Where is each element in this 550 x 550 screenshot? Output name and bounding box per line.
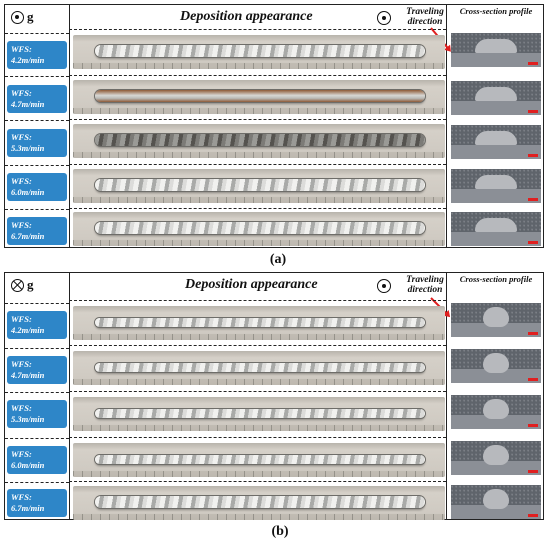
cross-section-image [451, 169, 541, 203]
wfs-label: WFS: 4.2m/min [7, 311, 67, 339]
deposition-photo [73, 443, 445, 477]
gravity-indicator-b: g [11, 277, 34, 293]
cross-section-title: Cross-section profile [459, 274, 533, 284]
deposition-photo [73, 212, 445, 246]
cross-section-title: Cross-section profile [459, 6, 533, 16]
traveling-direction-label: Traveling direction [406, 275, 444, 295]
wfs-label: WFS: 6.0m/min [7, 446, 67, 474]
deposition-photo [73, 397, 445, 431]
gravity-indicator-a: g [11, 9, 34, 25]
wfs-label: WFS: 4.7m/min [7, 85, 67, 113]
deposition-photo [73, 124, 445, 158]
cross-section-image [451, 395, 541, 429]
cross-section-image [451, 212, 541, 246]
gravity-symbol: g [27, 277, 34, 292]
traveling-direction-label: Traveling direction [406, 7, 444, 27]
wfs-label: WFS: 5.3m/min [7, 129, 67, 157]
divider [446, 273, 447, 519]
circle-dot-icon [11, 10, 24, 24]
cross-section-image [451, 81, 541, 115]
panel-a: g Deposition appearance Traveling direct… [4, 4, 544, 248]
deposition-photo [73, 351, 445, 385]
deposition-title: Deposition appearance [180, 9, 313, 24]
travel-direction-icon [377, 11, 391, 25]
travel-direction-icon [377, 279, 391, 293]
cross-section-image [451, 303, 541, 337]
wfs-label: WFS: 4.7m/min [7, 356, 67, 384]
deposition-photo [73, 486, 445, 520]
wfs-label: WFS: 5.3m/min [7, 400, 67, 428]
caption-a: (a) [269, 252, 287, 267]
cross-section-image [451, 125, 541, 159]
panel-b: g Deposition appearance Traveling direct… [4, 272, 544, 520]
cross-section-image [451, 349, 541, 383]
deposition-photo [73, 80, 445, 114]
circle-cross-icon [11, 278, 24, 292]
deposition-photo [73, 306, 445, 340]
gravity-symbol: g [27, 9, 34, 24]
divider [69, 5, 70, 247]
divider [69, 273, 70, 519]
deposition-title: Deposition appearance [185, 277, 318, 292]
wfs-label: WFS: 6.7m/min [7, 489, 67, 517]
cross-section-image [451, 441, 541, 475]
cross-section-image [451, 485, 541, 519]
divider [446, 5, 447, 247]
wfs-label: WFS: 6.7m/min [7, 217, 67, 245]
wfs-label: WFS: 4.2m/min [7, 41, 67, 69]
cross-section-image [451, 33, 541, 67]
deposition-photo [73, 35, 445, 69]
caption-b: (b) [271, 524, 289, 539]
wfs-label: WFS: 6.0m/min [7, 173, 67, 201]
deposition-photo [73, 169, 445, 203]
